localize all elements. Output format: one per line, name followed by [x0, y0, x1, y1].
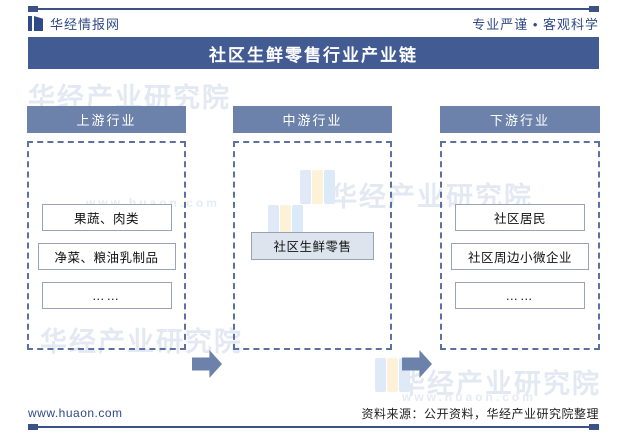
- chain-item[interactable]: 净菜、粮油乳制品: [37, 243, 176, 270]
- column-header-upstream: 上游行业: [27, 106, 186, 133]
- footer: www.huaon.com 资料来源：公开资料，华经产业研究院整理: [0, 394, 627, 438]
- brand-group: 华经情报网: [28, 14, 120, 33]
- arrow-right-icon: [402, 350, 432, 378]
- arrow-right-icon: [192, 350, 222, 378]
- footer-site-link[interactable]: www.huaon.com: [28, 406, 123, 420]
- chain-column-downstream: 下游行业 社区居民 社区周边小微企业 ……: [440, 106, 600, 350]
- chain-column-upstream: 上游行业 果蔬、肉类 净菜、粮油乳制品 ……: [27, 106, 186, 350]
- chain-item-hub[interactable]: 社区生鲜零售: [251, 231, 374, 260]
- column-header-midstream: 中游行业: [233, 106, 392, 133]
- chain-item-ellipsis[interactable]: ……: [455, 282, 585, 309]
- column-body-downstream: 社区居民 社区周边小微企业 ……: [440, 141, 600, 350]
- column-header-downstream: 下游行业: [440, 106, 600, 133]
- chain-item[interactable]: 果蔬、肉类: [41, 204, 172, 231]
- chain-item[interactable]: 社区居民: [455, 204, 585, 231]
- chain-column-midstream: 中游行业 社区生鲜零售: [233, 106, 392, 350]
- top-divider: [28, 6, 599, 12]
- column-body-upstream: 果蔬、肉类 净菜、粮油乳制品 ……: [27, 141, 186, 350]
- column-body-midstream: 社区生鲜零售: [233, 141, 392, 350]
- book-logo-icon: [28, 16, 43, 31]
- brand-slogan: 专业严谨 • 客观科学: [472, 17, 599, 32]
- brand-name: 华经情报网: [50, 17, 121, 32]
- brand-bar: 华经情报网 专业严谨 • 客观科学: [0, 11, 627, 36]
- footer-row: www.huaon.com 资料来源：公开资料，华经产业研究院整理: [0, 402, 627, 424]
- footer-source-note: 资料来源：公开资料，华经产业研究院整理: [361, 406, 599, 421]
- bottom-divider: [28, 424, 599, 430]
- chart-title-bar: 社区生鲜零售行业产业链: [28, 37, 599, 69]
- supply-chain-diagram: 上游行业 果蔬、肉类 净菜、粮油乳制品 …… 中游行业 社区生鲜零售 下游行业 …: [0, 106, 627, 378]
- chain-item[interactable]: 社区周边小微企业: [451, 243, 589, 270]
- page-title: 社区生鲜零售行业产业链: [209, 45, 418, 65]
- chain-item-ellipsis[interactable]: ……: [41, 282, 172, 309]
